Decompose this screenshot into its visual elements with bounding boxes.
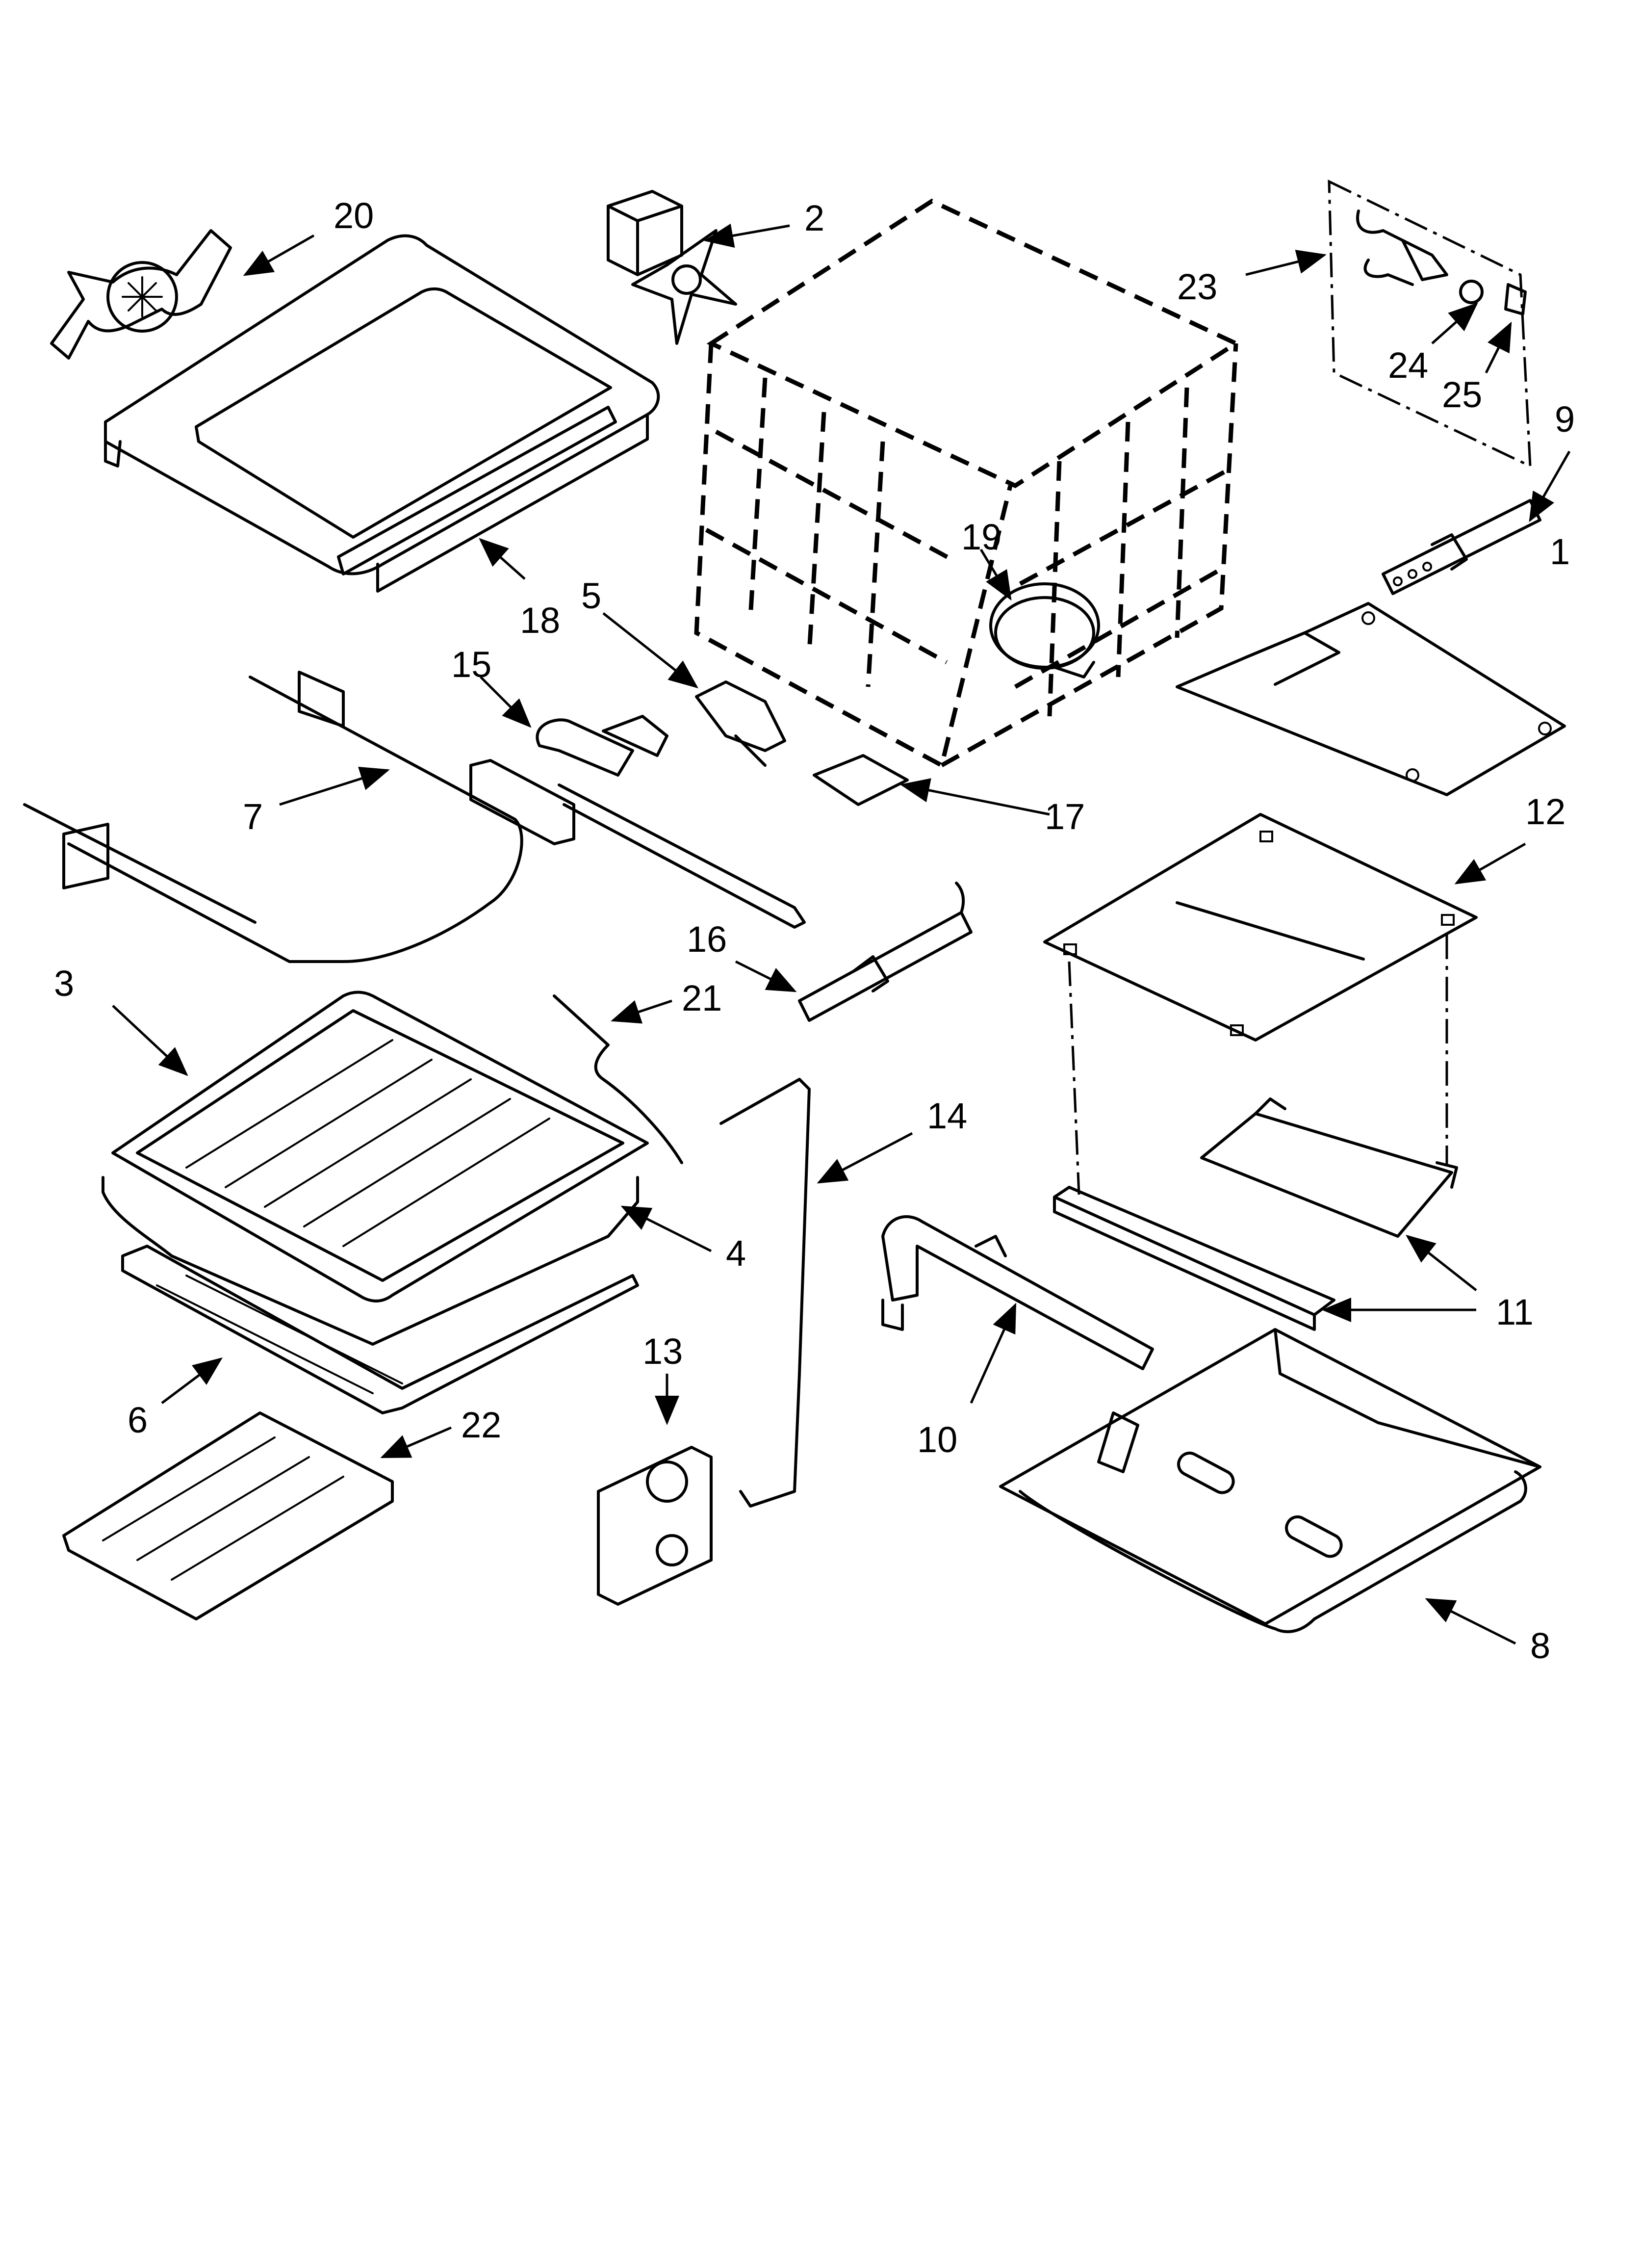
callout-4: 4 <box>726 1233 746 1274</box>
part-20-cover-plate <box>50 229 232 360</box>
callout-leaders <box>112 223 1571 1645</box>
part-1-heat-shield <box>1176 602 1566 796</box>
callout-2: 2 <box>804 198 824 238</box>
callout-20: 20 <box>334 195 374 236</box>
part-2-fan-motor <box>607 190 737 345</box>
part-7-broil-element <box>23 671 523 963</box>
callout-9: 9 <box>1555 399 1575 440</box>
alignment-line-12-left <box>1068 961 1080 1195</box>
callout-10: 10 <box>917 1419 957 1460</box>
part-10-bake-burner <box>881 1215 1154 1370</box>
part-9-burner <box>1382 499 1541 595</box>
part-21-probe <box>553 994 683 1164</box>
callout-15: 15 <box>451 644 491 685</box>
part-4-broil-pan <box>102 1176 639 1346</box>
callout-22: 22 <box>461 1405 501 1445</box>
part-6-oven-rack <box>121 1245 639 1414</box>
callout-labels: 20 2 23 24 25 9 1 18 5 19 15 7 17 12 16 … <box>54 195 1575 1666</box>
callout-7: 7 <box>243 796 263 837</box>
part-18-top-panel <box>104 234 660 593</box>
callout-24: 24 <box>1388 345 1428 386</box>
callout-11: 11 <box>1496 1292 1534 1332</box>
part-14-gas-tube <box>719 1078 811 1508</box>
callout-1: 1 <box>1550 531 1570 572</box>
part-5-orifice <box>695 680 786 767</box>
callout-8: 8 <box>1530 1625 1550 1666</box>
part-8-drawer-pan <box>999 1328 1541 1633</box>
part-16-igniter <box>798 882 973 1022</box>
callout-17: 17 <box>1045 796 1085 837</box>
callout-23: 23 <box>1177 266 1217 307</box>
callout-14: 14 <box>927 1095 967 1136</box>
callout-18: 18 <box>520 600 560 641</box>
callout-13: 13 <box>642 1331 683 1372</box>
part-22-drawer-rack <box>62 1411 394 1620</box>
callout-6: 6 <box>128 1400 148 1440</box>
part-13-valve <box>597 1446 713 1606</box>
callout-5: 5 <box>581 575 601 616</box>
oven-cavity-outline <box>694 198 1241 769</box>
part-15-orifice-holder <box>469 715 806 929</box>
part-23-igniter-kit <box>1328 179 1532 469</box>
part-19-element-ring <box>989 582 1100 678</box>
part-3-broil-pan-grid <box>111 991 649 1303</box>
part-12-bottom-shield <box>1043 813 1478 1042</box>
callout-16: 16 <box>687 919 727 960</box>
callout-3: 3 <box>54 963 74 1004</box>
part-17-clip <box>813 754 909 806</box>
callout-19: 19 <box>961 517 1001 557</box>
callout-25: 25 <box>1442 374 1482 415</box>
part-11-brackets <box>1053 1097 1458 1331</box>
callout-21: 21 <box>682 978 722 1018</box>
callout-12: 12 <box>1525 791 1565 832</box>
